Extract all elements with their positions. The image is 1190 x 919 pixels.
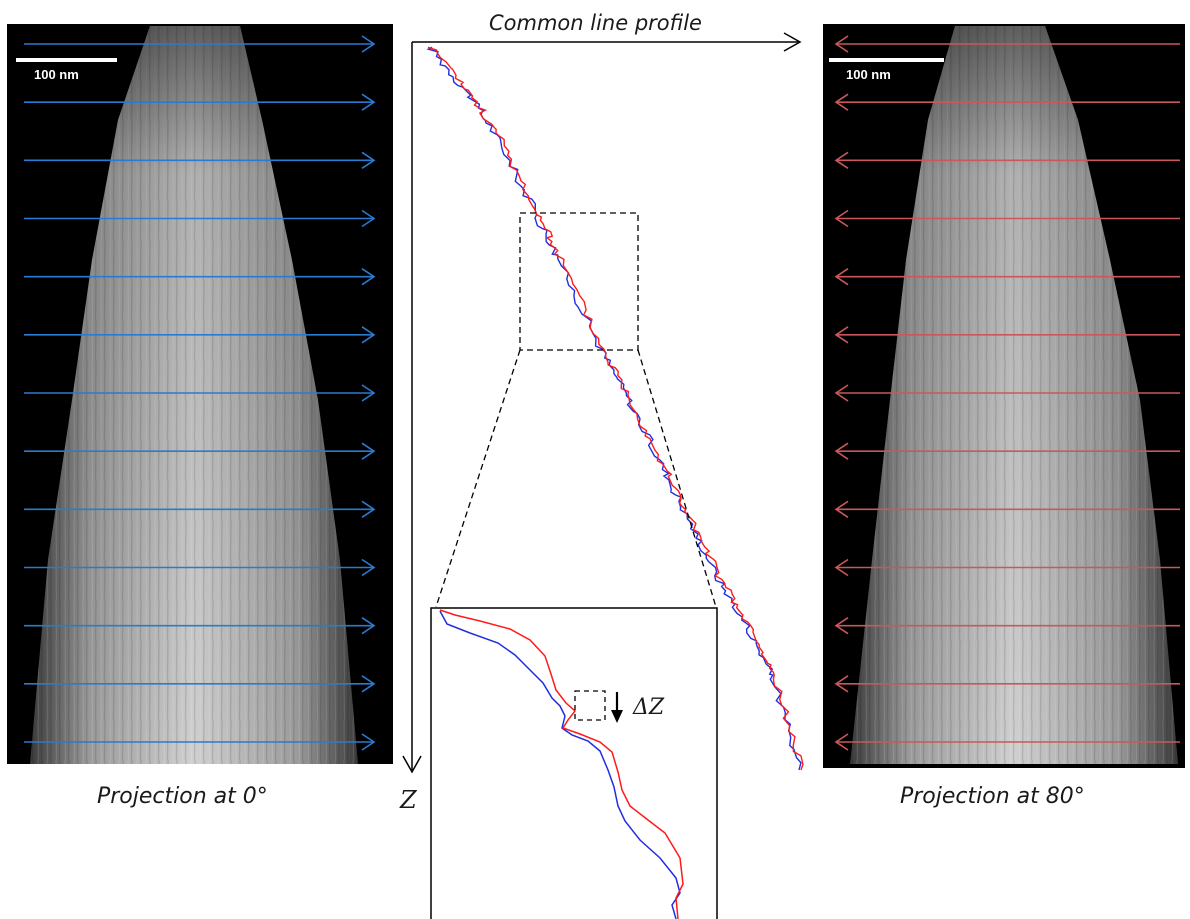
center-axes: Common line profile Z [399,11,802,814]
scan-arrowhead-icon [834,93,849,111]
projection-0-panel: 100 nm [7,24,393,764]
inset-profile-projection-80 [439,609,684,919]
scan-arrowhead-icon [834,268,849,286]
scan-arrowhead-icon [834,733,849,751]
zoom-indicator: ΔZ [430,212,718,919]
scan-arrowhead-icon [361,326,376,344]
scan-arrowhead-icon [834,500,849,518]
vertical-axis-arrowhead [402,755,422,774]
scan-arrowhead-icon [361,35,376,53]
scan-arrowhead-icon [361,384,376,402]
scan-arrowhead-icon [834,617,849,635]
scan-arrowhead-icon [361,558,376,577]
projection-80-panel: 100 nm [823,24,1185,768]
zoom-connector-right [637,349,717,608]
projection-80-caption: Projection at 80° [900,784,1085,809]
scan-arrowhead-icon [361,209,376,228]
scan-arrowhead-icon [834,35,849,53]
scale-bar [16,58,117,62]
delta-z-arrow-icon [611,710,623,723]
profile-projection-80 [427,46,804,771]
profile-projection-0 [426,46,802,771]
horizontal-axis-arrowhead [783,32,802,52]
z-axis-label: Z [399,786,418,814]
scan-arrowhead-icon [834,326,849,344]
scan-arrowhead-icon [361,675,376,693]
scan-arrowhead-icon [361,617,376,635]
projection-80-shading [850,26,1178,764]
blue-arrows [24,35,376,751]
scale-bar-label: 100 nm [34,67,79,82]
scan-arrowhead-icon [834,675,849,693]
zoom-connector-left [435,349,521,608]
line-profiles [426,46,804,771]
scan-arrowhead-icon [361,500,376,518]
red-arrows [834,35,1180,751]
scan-arrowhead-icon [834,442,849,460]
inset-profile-projection-0 [439,610,681,919]
scan-arrowhead-icon [361,93,376,111]
delta-z-box [574,690,606,721]
zoom-source-box [519,212,639,351]
scan-arrowhead-icon [834,384,849,402]
scale-bar-label: 100 nm [846,67,891,82]
scan-arrowhead-icon [361,442,376,460]
scan-arrowhead-icon [361,151,376,169]
scan-arrowhead-icon [834,558,849,577]
projection-0-caption: Projection at 0° [97,784,268,809]
delta-z-label: ΔZ [632,695,665,720]
scale-bar [829,58,944,62]
scan-arrowhead-icon [361,268,376,286]
projection-0-shading [30,26,358,764]
scan-arrowhead-icon [834,151,849,169]
zoom-inset-box [430,607,718,919]
scan-arrowhead-icon [361,733,376,751]
scan-arrowhead-icon [834,209,849,228]
common-line-profile-label: Common line profile [489,11,702,35]
